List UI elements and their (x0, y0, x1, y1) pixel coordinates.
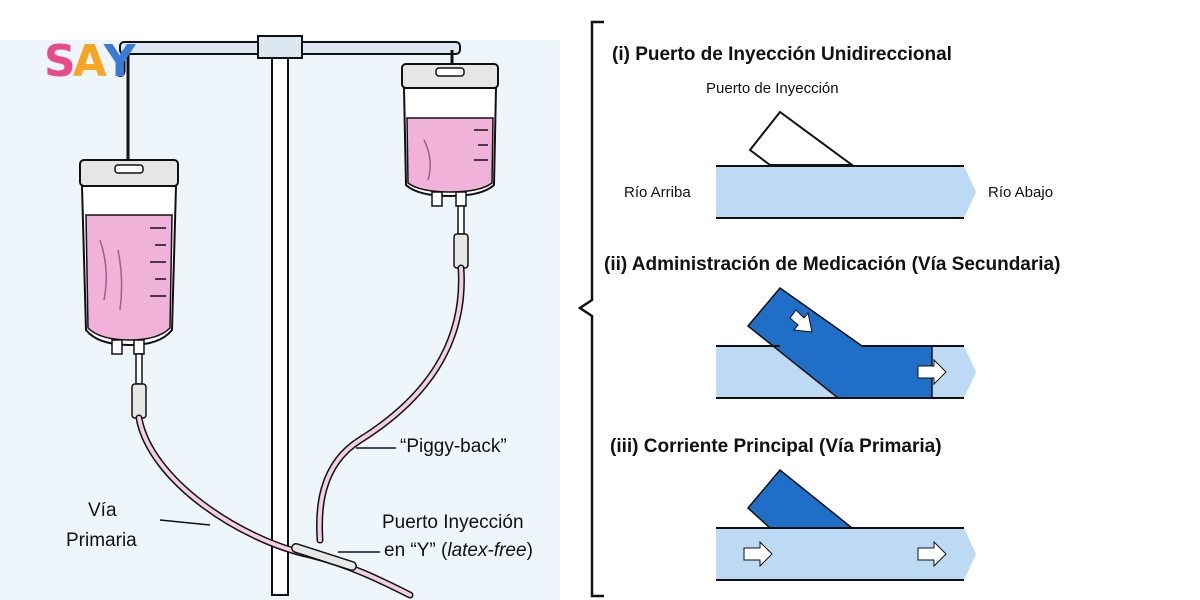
logo-letter-a: A (72, 36, 107, 87)
section3-diagram (716, 468, 976, 581)
leader-lines (159, 447, 396, 553)
section1-port-label: Puerto de Inyección (706, 80, 839, 97)
via-primaria-label-line2: Primaria (66, 530, 137, 551)
section3-title: (iii) Corriente Principal (Vía Primaria) (610, 436, 942, 457)
piggyback-iv-bag (401, 63, 499, 269)
say-logo: SAY (44, 36, 136, 87)
puerto-y-suffix: ) (526, 540, 533, 561)
section1-upstream-label: Río Arriba (624, 184, 691, 201)
puerto-y-label-line2: en “Y” (latex-free) (384, 540, 533, 562)
section1-downstream-label: Río Abajo (988, 184, 1054, 201)
logo-letter-s: S (44, 36, 76, 87)
logo-letter-y: Y (103, 36, 136, 87)
puerto-y-label-line1: Puerto Inyección (382, 512, 524, 533)
puerto-y-prefix: en “Y” ( (384, 540, 448, 561)
section2-title: (ii) Administración de Medicación (Vía S… (604, 254, 1061, 275)
arrow-icon (789, 309, 813, 333)
arrow-icon (917, 358, 947, 386)
section2-diagram (716, 286, 976, 399)
puerto-y-italic: latex-free (447, 540, 527, 561)
iv-tubing (135, 264, 465, 599)
via-primaria-label-line1: Vía (88, 500, 117, 521)
arrow-icon (743, 540, 773, 568)
section1-title: (i) Puerto de Inyección Unidireccional (612, 44, 952, 65)
arrow-icon (917, 540, 947, 568)
piggyback-label: “Piggy-back” (400, 436, 507, 457)
iv-pole (115, 35, 461, 596)
primary-iv-bag (79, 159, 179, 419)
bracket (577, 20, 604, 598)
section1-diagram (716, 110, 976, 219)
